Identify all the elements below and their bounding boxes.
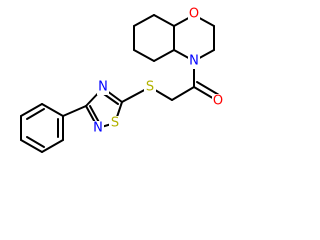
thiadiazole-s1-atom: S [109, 116, 121, 131]
ring-oxygen-atom: O [188, 7, 200, 22]
bond [153, 49, 175, 62]
carbonyl-oxygen-label: O [213, 94, 223, 109]
carbonyl-oxygen-atom: O [212, 94, 224, 109]
thioether-sulfur-label: S [146, 80, 154, 95]
ring-nitrogen-label: N [189, 54, 199, 69]
bond [20, 103, 43, 117]
bond [26, 108, 45, 120]
thiadiazole-n2-label: N [93, 121, 103, 136]
ring-nitrogen-atom: N [188, 54, 200, 69]
thiadiazole-n2-atom: N [92, 121, 104, 136]
bond [153, 14, 175, 27]
molecule-diagram: O N O S N N S [20, 7, 224, 153]
thiadiazole-n4-label: N [98, 80, 108, 95]
bond [20, 139, 43, 153]
thioether-sulfur-atom: S [144, 80, 156, 95]
thiadiazole-n4-atom: N [97, 80, 109, 95]
ring-oxygen-label: O [189, 7, 199, 22]
bond [62, 105, 87, 117]
atom-label-layer: O N O S N N S [92, 7, 224, 136]
bond [26, 136, 45, 148]
bond [133, 49, 155, 62]
bond-layer [20, 14, 220, 153]
thiadiazole-s1-label: S [111, 116, 119, 131]
bond [133, 14, 155, 27]
bond [41, 139, 64, 153]
bond [171, 86, 195, 101]
bond [196, 81, 220, 96]
bond [41, 103, 64, 117]
